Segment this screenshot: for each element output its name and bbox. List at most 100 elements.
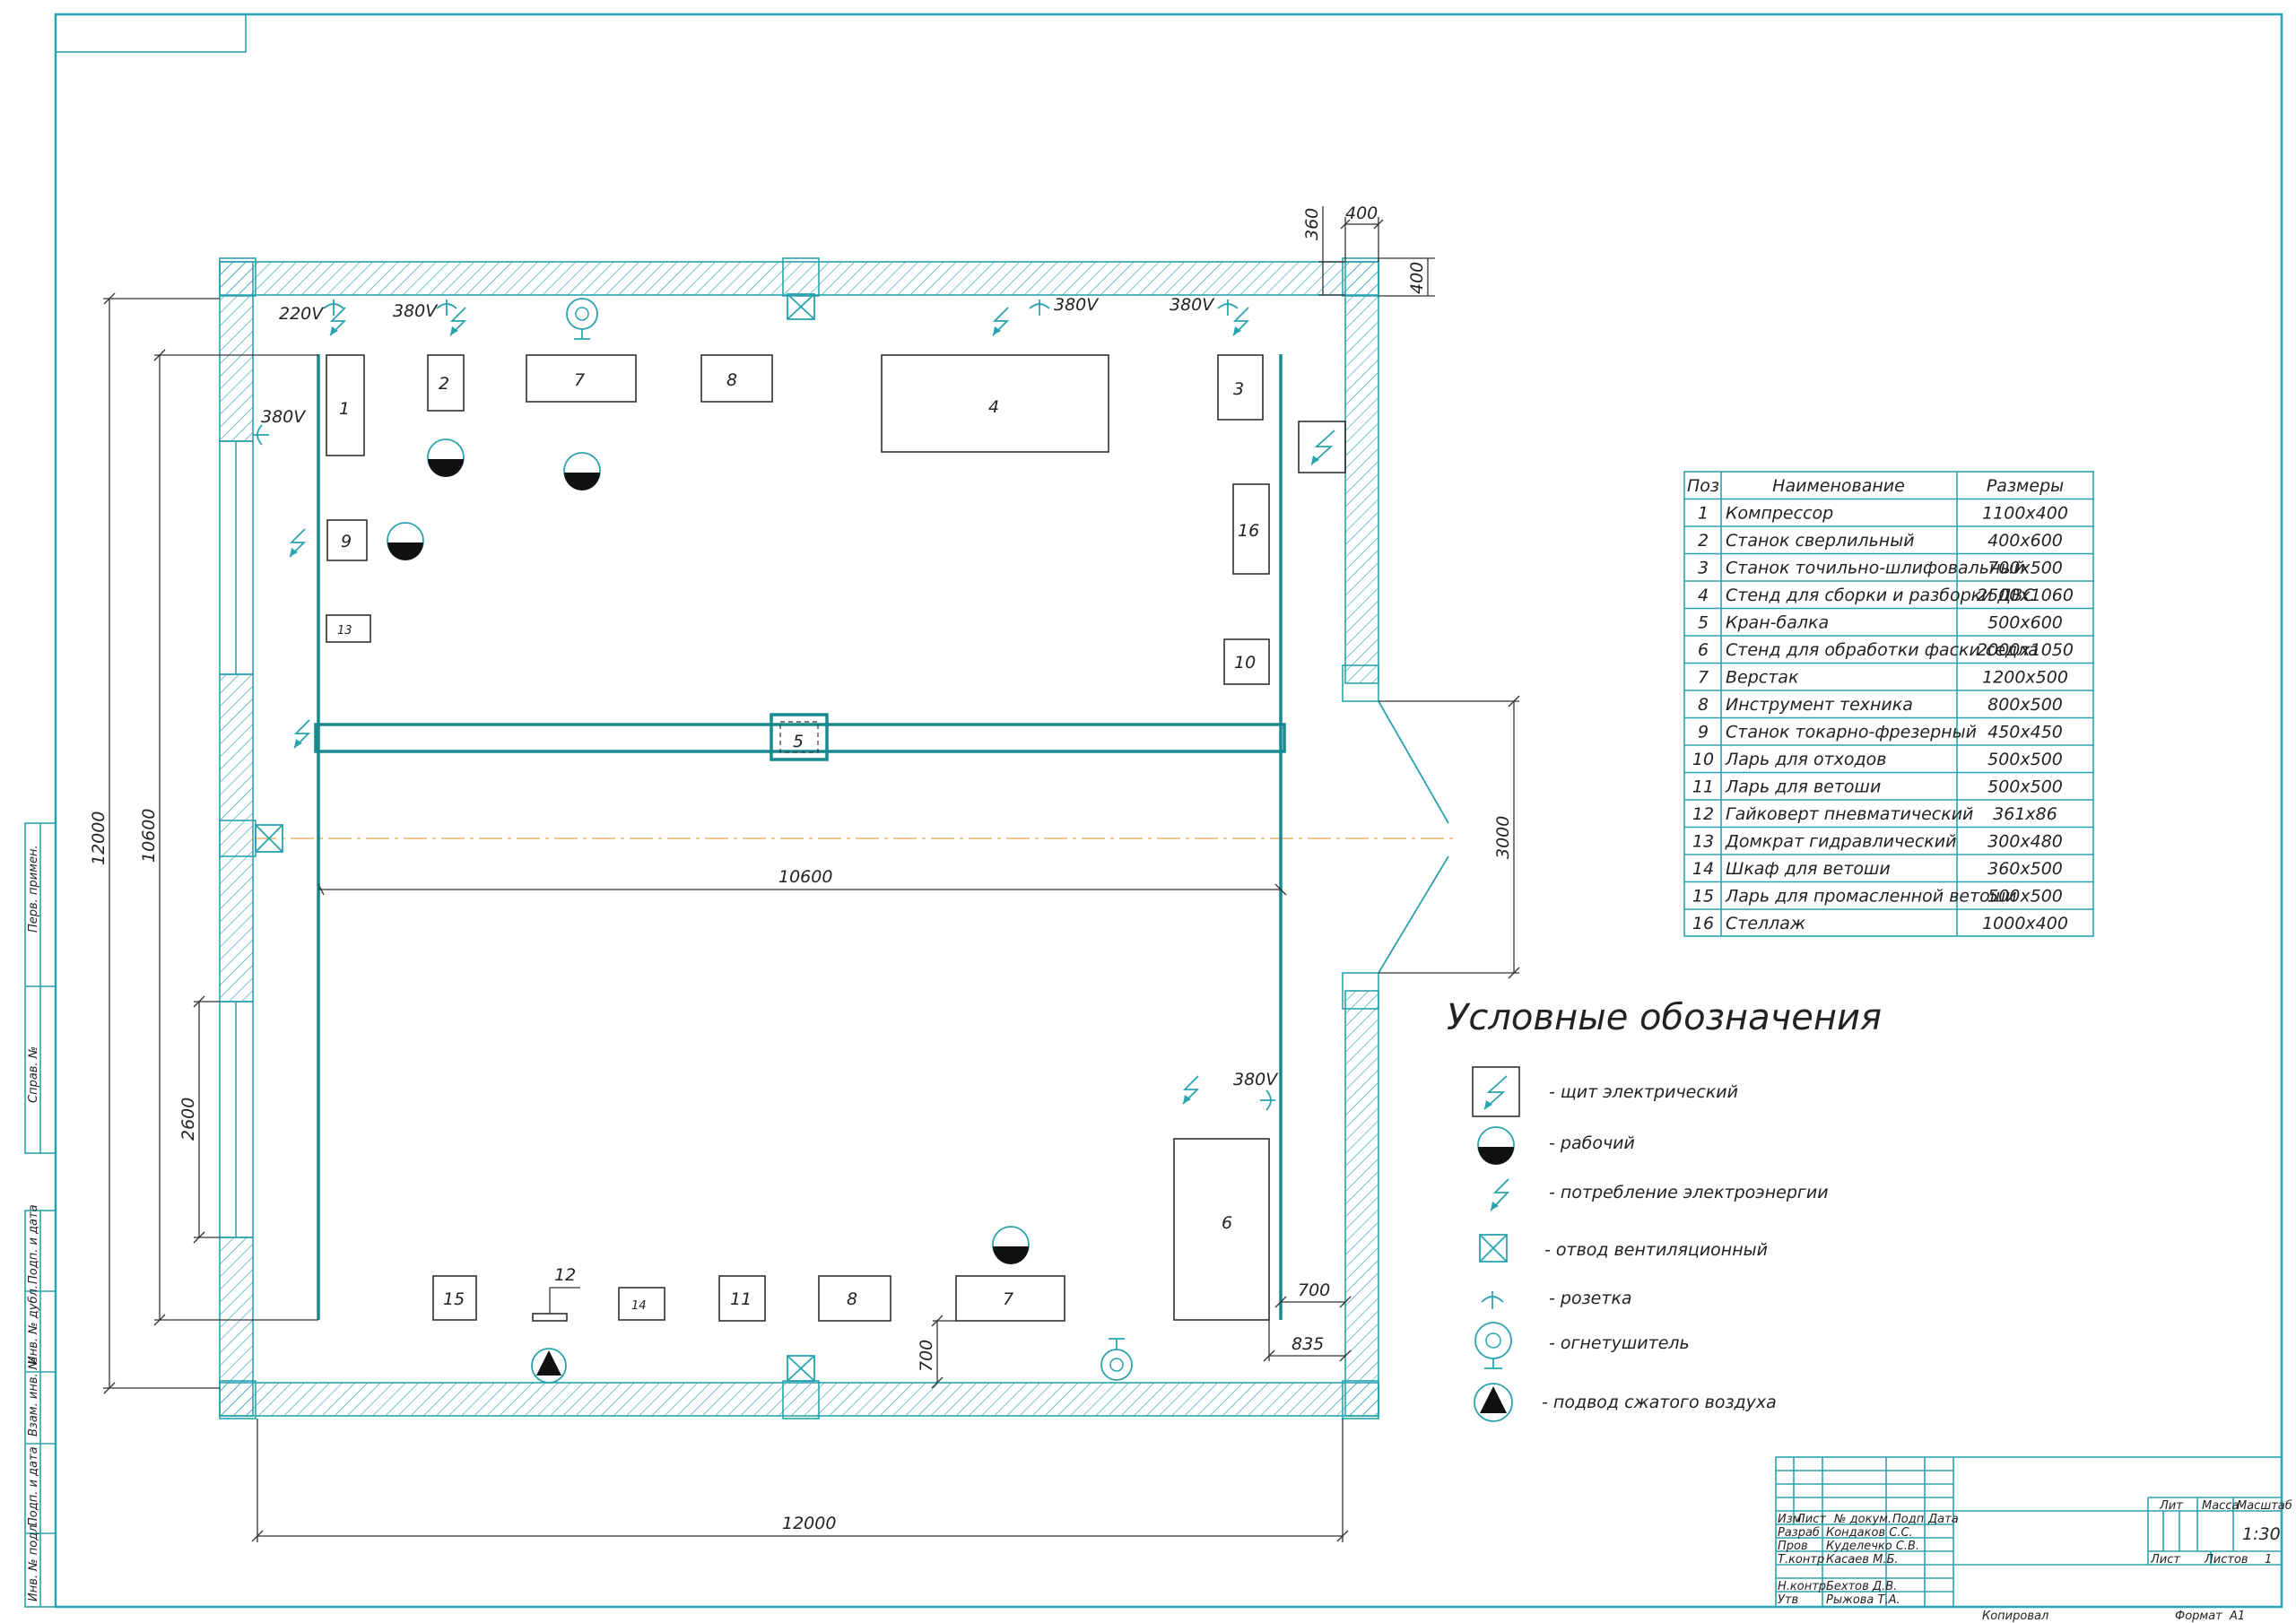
svg-text:12000: 12000: [89, 812, 109, 865]
svg-text:- потребление электроэнергии: - потребление электроэнергии: [1549, 1183, 1829, 1202]
table-cell-size: 1100х400: [1982, 504, 2068, 524]
side-podp-data-2: Подп. и дата: [27, 1446, 40, 1526]
svg-text:835: 835: [1292, 1334, 1324, 1354]
table-cell-size: 500х600: [1987, 613, 2063, 633]
worker-icon: [563, 452, 601, 490]
table-cell-pos: 16: [1692, 914, 1714, 933]
equipment-workbench-bottom: [955, 1275, 1065, 1322]
socket-icon: [1217, 299, 1239, 316]
side-podp-data-1: Подп. и дата: [27, 1204, 40, 1284]
wall-right-2: [1344, 990, 1379, 1417]
table-header-cell: Поз: [1687, 476, 1719, 496]
voltage-label: 380V: [393, 301, 439, 321]
table-cell-size: 700х500: [1987, 559, 2063, 578]
dimension-lines: 12000 10600 2600 10600 3000: [89, 204, 1520, 1542]
worker-icon: [1477, 1126, 1515, 1165]
table-cell-name: Инструмент техника: [1726, 695, 1913, 715]
svg-text:2: 2: [439, 374, 449, 394]
power-consumption-icon: [449, 307, 467, 336]
table-cell-name: Ларь для промасленной ветоши: [1725, 887, 2017, 907]
table-cell-pos: 3: [1698, 559, 1709, 578]
svg-text:Лист: Лист: [2150, 1553, 2180, 1567]
table-cell-name: Кран-балка: [1726, 613, 1829, 633]
svg-text:15: 15: [443, 1289, 465, 1309]
table-cell-pos: 10: [1692, 750, 1714, 769]
svg-text:- розетка: - розетка: [1549, 1289, 1632, 1308]
voltage-label: 380V: [1054, 295, 1100, 315]
voltage-label: 380V: [1170, 295, 1215, 315]
svg-text:11: 11: [730, 1289, 752, 1309]
equipment-oily-rag-bin: [432, 1275, 477, 1321]
equipment-tool-cabinet-bottom: [818, 1275, 891, 1322]
legend-title: Условные обозначения: [1447, 997, 1882, 1038]
table-cell-size: 500х500: [1987, 887, 2063, 907]
side-vzam-inv: Взам. инв. №: [27, 1358, 40, 1436]
svg-text:12: 12: [554, 1265, 576, 1285]
table-cell-pos: 6: [1698, 640, 1709, 660]
drawing-scale: 1:30: [2242, 1524, 2281, 1544]
table-cell-size: 300х480: [1987, 832, 2063, 852]
socket-icon: [1260, 1089, 1275, 1111]
table-cell-pos: 11: [1692, 777, 1714, 797]
equipment-engine-stand: [881, 354, 1109, 453]
voltage-label: 220V: [279, 304, 325, 324]
equipment-rag-bin: [718, 1275, 766, 1322]
svg-text:Изм: Изм: [1778, 1513, 1802, 1526]
table-cell-size: 400х600: [1987, 531, 2063, 551]
power-consumption-icon: [1490, 1178, 1510, 1211]
equipment-waste-bin: [1223, 638, 1270, 685]
side-sprav: Справ. №: [27, 1046, 40, 1103]
top-corner-box: [55, 13, 247, 53]
wall-left-2: [219, 673, 254, 1002]
table-cell-size: 360х500: [1987, 859, 2063, 879]
floor-plan: 5 1 2 7 8 4 3 16 9 13 10 6 15 12 14 11 8: [89, 204, 1520, 1542]
table-cell-name: Домкрат гидравлический: [1725, 832, 1956, 852]
svg-text:8: 8: [726, 370, 737, 390]
electrical-panel-icon: [1472, 1066, 1520, 1117]
table-cell-size: 500х500: [1987, 777, 2063, 797]
table-cell-name: Стенд для обработки фаски седла: [1726, 640, 2039, 660]
svg-text:- подвод сжатого воздуха: - подвод сжатого воздуха: [1542, 1393, 1777, 1412]
table-cell-pos: 15: [1692, 887, 1714, 907]
socket-icon: [1029, 299, 1050, 316]
table-cell-size: 2500х1060: [1977, 586, 2074, 605]
svg-text:Кондаков С.С.: Кондаков С.С.: [1826, 1526, 1913, 1540]
gate-leaf-bottom: [1378, 855, 1449, 974]
svg-text:16: 16: [1238, 521, 1259, 541]
table-cell-pos: 8: [1698, 695, 1709, 715]
svg-text:8: 8: [847, 1289, 857, 1309]
equipment-lathe-milling: [326, 519, 368, 561]
electrical-panel-icon: [1298, 421, 1346, 473]
ventilation-icon: [255, 824, 283, 853]
equipment-rack: [1232, 483, 1270, 575]
svg-text:14: 14: [631, 1299, 647, 1313]
equipment-tool-cabinet-top: [700, 354, 773, 403]
table-cell-name: Стенд для сборки и разборки ДВС: [1726, 586, 2035, 605]
table-cell-size: 1000х400: [1982, 914, 2068, 933]
wall-bottom: [219, 1382, 1379, 1417]
svg-text:Бехтов Д.В.: Бехтов Д.В.: [1826, 1580, 1897, 1593]
svg-text:- отвод вентиляционный: - отвод вентиляционный: [1544, 1240, 1768, 1260]
table-cell-pos: 14: [1692, 859, 1714, 879]
table-cell-pos: 4: [1698, 586, 1709, 605]
svg-text:Разраб: Разраб: [1778, 1526, 1820, 1540]
table-cell-size: 1200х500: [1982, 668, 2068, 688]
table-cell-pos: 5: [1698, 613, 1709, 633]
fire-extinguisher-icon: [566, 298, 598, 340]
table-header-cell: Наименование: [1772, 476, 1905, 496]
svg-text:- рабочий: - рабочий: [1549, 1133, 1635, 1153]
svg-text:Подп: Подп: [1892, 1513, 1925, 1526]
svg-text:Касаев М.Б.: Касаев М.Б.: [1826, 1553, 1899, 1567]
equipment-seat-chamfer-stand: [1173, 1138, 1270, 1321]
ventilation-icon: [787, 293, 815, 320]
wall-top: [219, 261, 1379, 296]
svg-text:10600: 10600: [139, 809, 159, 863]
svg-text:А1: А1: [2229, 1610, 2245, 1623]
table-cell-name: Станок сверлильный: [1726, 531, 1915, 551]
wall-left-1: [219, 261, 254, 442]
power-consumption-icon: [293, 719, 311, 749]
table-cell-name: Шкаф для ветоши: [1726, 859, 1891, 879]
ventilation-icon: [1479, 1234, 1508, 1263]
